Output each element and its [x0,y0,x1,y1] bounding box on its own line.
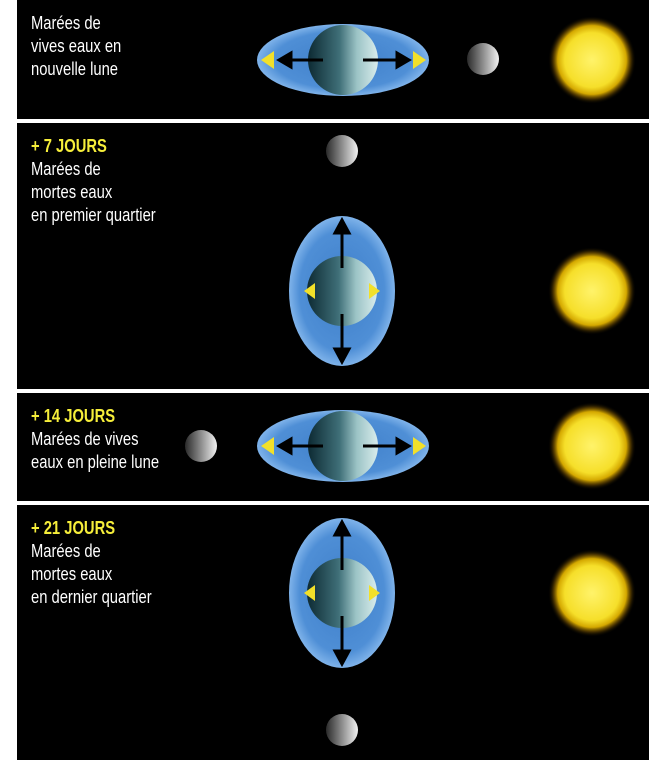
day-label: + 14 JOURS [31,406,116,426]
tide-diagram [185,402,636,490]
moon-icon [326,714,358,746]
yellow-arrow-icon [413,437,426,455]
force-arrow-icon [276,50,412,70]
tide-diagram [289,135,636,366]
sun-icon [548,549,636,637]
caption-line: Marées de [31,159,101,179]
caption-line: Marées de [31,13,101,33]
panel-caption: Marées de vives eaux en nouvelle lune [31,12,121,81]
force-arrow-icon [276,436,412,456]
caption-line: eaux en pleine lune [31,452,160,472]
moon-icon [185,430,217,462]
sun-icon [548,247,636,335]
panel-last-quarter: + 21 JOURS Marées de mortes eaux en dern… [17,505,649,760]
caption-line: nouvelle lune [31,59,118,79]
yellow-arrow-icon [369,283,380,299]
day-label: + 7 JOURS [31,136,107,156]
moon-icon [326,135,358,167]
earth-icon [307,256,377,326]
force-arrow-icon [332,216,352,366]
sun-icon [548,402,636,490]
day-label: + 21 JOURS [31,518,116,538]
tide-diagram [257,16,636,104]
caption-line: mortes eaux [31,564,113,584]
yellow-arrow-icon [261,437,274,455]
caption-line: Marées de [31,541,101,561]
yellow-arrow-icon [304,283,315,299]
earth-icon [307,558,377,628]
yellow-arrow-icon [369,585,380,601]
caption-line: vives eaux en [31,36,122,56]
moon-icon [467,43,499,75]
panel-caption: + 14 JOURS Marées de vives eaux en plein… [31,405,159,474]
yellow-arrow-icon [261,51,274,69]
force-arrow-icon [332,518,352,668]
yellow-arrow-icon [413,51,426,69]
earth-icon [308,411,378,481]
panel-first-quarter: + 7 JOURS Marées de mortes eaux en premi… [17,123,649,389]
caption-line: en dernier quartier [31,587,152,607]
tide-diagram [289,518,636,746]
caption-line: mortes eaux [31,182,113,202]
panel-caption: + 7 JOURS Marées de mortes eaux en premi… [31,135,156,227]
caption-line: Marées de vives [31,429,139,449]
panel-caption: + 21 JOURS Marées de mortes eaux en dern… [31,517,152,609]
sun-icon [548,16,636,104]
panel-full-moon: + 14 JOURS Marées de vives eaux en plein… [17,393,649,501]
caption-line: en premier quartier [31,205,156,225]
earth-icon [308,25,378,95]
panel-new-moon: Marées de vives eaux en nouvelle lune [17,0,649,119]
yellow-arrow-icon [304,585,315,601]
